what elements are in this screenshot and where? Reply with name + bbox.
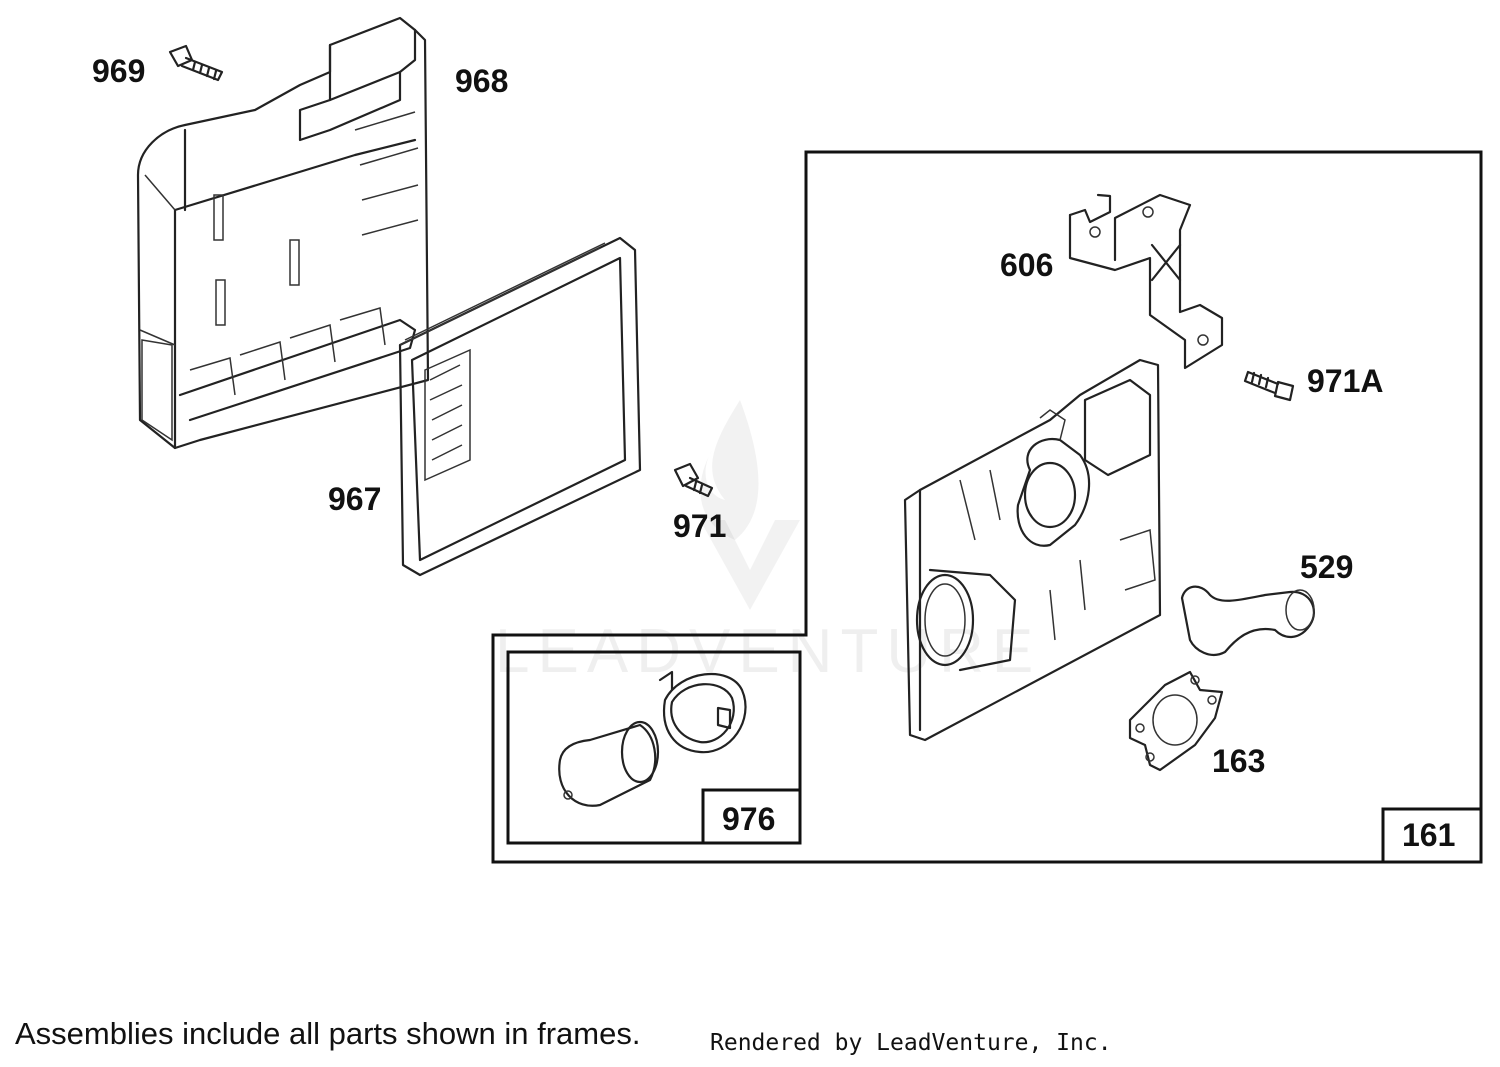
part-529-elbow[interactable]: [1180, 585, 1316, 657]
part-968-air-cleaner-base[interactable]: [136, 16, 430, 450]
part-967-air-filter[interactable]: [398, 236, 642, 577]
rendered-by-credit: Rendered by LeadVenture, Inc.: [710, 1030, 1112, 1056]
part-161-air-cleaner-body[interactable]: [903, 358, 1162, 742]
frame-976: [506, 650, 802, 845]
leadventure-watermark: LEADVENTURE: [495, 400, 1033, 686]
label-969: 969: [92, 53, 145, 89]
part-606-bracket[interactable]: [1068, 193, 1224, 370]
frame-976-label-box: [701, 788, 802, 845]
label-971: 971: [673, 508, 726, 544]
label-529: 529: [1300, 549, 1353, 585]
label-967: 967: [328, 481, 381, 517]
frame-161: [491, 150, 1483, 864]
label-971a: 971A: [1307, 363, 1384, 399]
part-971a-screw[interactable]: [1243, 370, 1295, 402]
label-163: 163: [1212, 743, 1265, 779]
part-969-bolt[interactable]: [168, 44, 224, 82]
label-606: 606: [1000, 247, 1053, 283]
assemblies-note: Assemblies include all parts shown in fr…: [15, 1016, 641, 1051]
part-163-gasket[interactable]: [1128, 670, 1224, 772]
part-976-primer-bulb[interactable]: [558, 670, 747, 807]
label-968: 968: [455, 63, 508, 99]
frame-161-label-box: [1381, 807, 1483, 864]
label-161: 161: [1402, 817, 1455, 853]
label-976: 976: [722, 801, 775, 837]
part-971-screw[interactable]: [673, 462, 714, 498]
